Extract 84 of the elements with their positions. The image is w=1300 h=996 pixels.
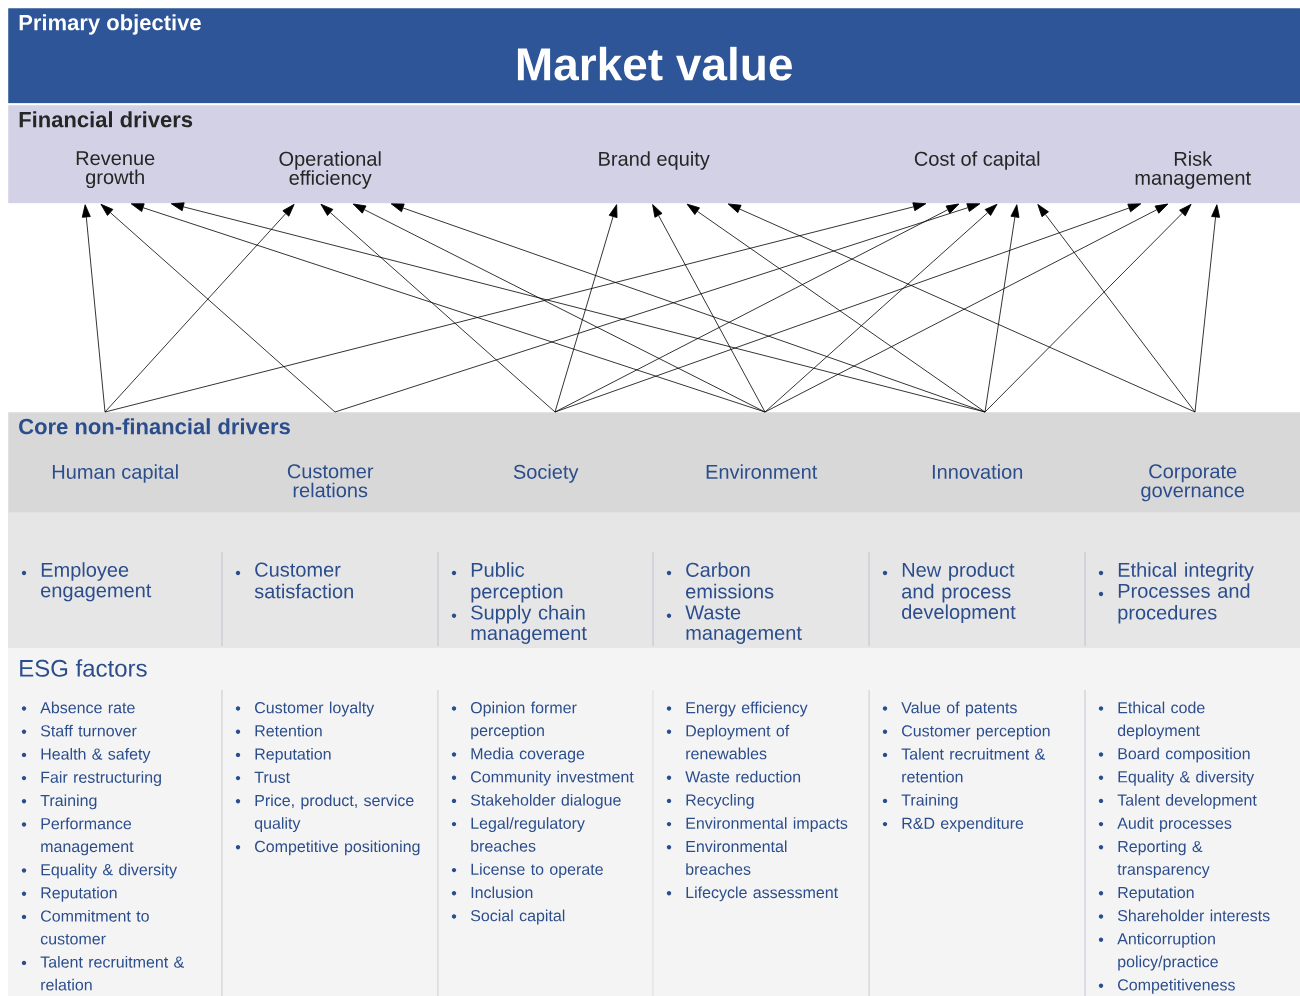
driver-label: Risk management	[1135, 151, 1251, 189]
arrow	[100, 203, 336, 413]
list-item: Fair restructuring	[21, 771, 161, 787]
list-item: Lifecycle assessment	[666, 886, 838, 902]
driver-label: Operational efficiency	[279, 151, 381, 189]
list-item: Value of patents	[882, 701, 1017, 717]
list-item: Board composition	[1098, 747, 1250, 763]
bullet-item: Public perception	[451, 562, 563, 603]
list-item: Retention	[235, 724, 322, 737]
arrow	[652, 204, 766, 413]
title-banner: Primary objective Market value	[8, 8, 1300, 104]
arrow	[352, 203, 766, 413]
list-item: Commitment to customer	[21, 910, 149, 945]
list-item: Audit processes	[1098, 817, 1232, 833]
list-item: Opinion former perception	[451, 701, 577, 740]
bullet-item: Ethical integrity	[1098, 562, 1254, 581]
list-item: Equality & diversity	[21, 863, 178, 879]
arrow	[104, 203, 295, 413]
bullet-item: Processes and procedures	[1098, 583, 1250, 624]
list-item: Reporting & transparency	[1098, 840, 1210, 879]
list-item: Competitiveness	[1098, 978, 1235, 994]
list-item: Price, product, service quality	[235, 794, 414, 833]
list-item: Training	[882, 794, 958, 809]
driver-label: Customer relations	[287, 464, 374, 498]
list-item: Anticorruption policy/practice	[1098, 932, 1218, 971]
list-item: Recycling	[666, 794, 754, 809]
list-item: Deployment of renewables	[666, 724, 790, 760]
list-item: Trust	[235, 771, 290, 783]
driver-label: Cost of capital	[914, 151, 1040, 170]
list-item: Talent development	[1098, 794, 1257, 809]
driver-label: Corporate governance	[1141, 464, 1245, 502]
driver-label: Innovation	[932, 464, 1023, 479]
arrow	[984, 203, 1192, 413]
arrow	[554, 204, 618, 413]
list-item: Stakeholder dialogue	[451, 794, 621, 809]
list-item: Waste reduction	[666, 770, 801, 783]
arrow	[554, 203, 1142, 413]
list-item: Staff turnover	[21, 724, 137, 737]
driver-label: Environment	[706, 464, 818, 479]
driver-label: Human capital	[52, 464, 178, 483]
list-item: Ethical code deployment	[1098, 701, 1205, 740]
list-item: Equality & diversity	[1098, 770, 1255, 786]
bullet-item: Supply chain management	[451, 604, 587, 645]
list-item: Training	[21, 794, 97, 810]
list-item: Environmental breaches	[666, 840, 787, 875]
list-item: Community investment	[451, 770, 634, 786]
list-item: Absence rate	[21, 701, 135, 714]
list-item: Customer perception	[882, 724, 1050, 740]
arrow	[1194, 204, 1220, 413]
list-item: Reputation	[235, 748, 331, 763]
arrow	[984, 204, 1020, 413]
list-item: Performance management	[21, 817, 134, 856]
section-heading: ESG factors	[20, 659, 147, 677]
list-item: Social capital	[451, 909, 565, 925]
bullet-item: Customer satisfaction	[235, 562, 353, 599]
list-item: Media coverage	[451, 747, 585, 763]
arrow	[130, 203, 766, 413]
list-item: Legal/regulatory breaches	[451, 817, 585, 852]
arrow	[554, 203, 960, 413]
bullet-item: Employee engagement	[21, 562, 152, 602]
list-item: License to operate	[451, 863, 603, 879]
driver-label: Brand equity	[599, 151, 710, 170]
list-item: Reputation	[21, 886, 117, 902]
list-item: Inclusion	[451, 886, 533, 899]
list-item: Reputation	[1098, 886, 1194, 902]
arrow	[686, 203, 986, 413]
list-item: Talent recruitment & retention	[882, 748, 1045, 783]
arrow	[320, 203, 556, 413]
arrow	[1037, 204, 1196, 413]
driver-label: Revenue growth	[76, 151, 155, 189]
driver-label: Society	[513, 464, 579, 483]
arrow	[764, 203, 998, 413]
list-item: Competitive positioning	[235, 840, 420, 856]
list-item: Environmental impacts	[666, 817, 848, 833]
bullet-item: Waste management	[666, 605, 802, 644]
list-item: Shareholder interests	[1098, 909, 1270, 922]
bullet-item: New product and process development	[882, 562, 1016, 623]
list-item: Customer loyalty	[235, 701, 375, 717]
list-item: Health & safety	[21, 748, 151, 763]
bullet-item: Carbon emissions	[666, 562, 774, 599]
list-item: Talent recruitment & relation	[21, 956, 184, 991]
arrow	[81, 204, 106, 413]
list-item: R&D expenditure	[882, 817, 1024, 833]
list-item: Energy efficiency	[666, 701, 808, 717]
